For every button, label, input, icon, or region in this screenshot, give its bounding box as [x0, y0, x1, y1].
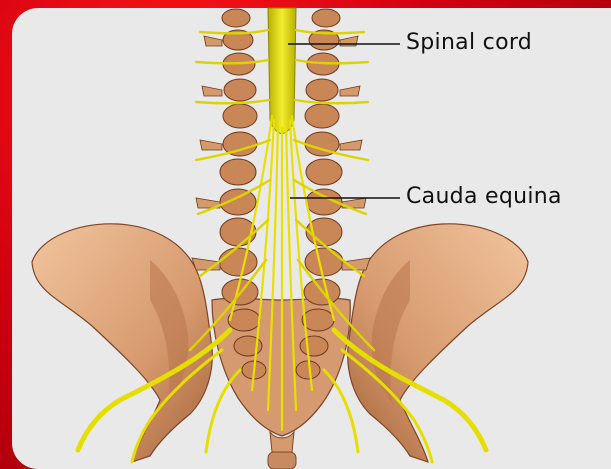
cauda-equina-label: Cauda equina — [406, 184, 562, 209]
spinal-cord-label: Spinal cord — [406, 30, 532, 55]
coccyx-tip — [268, 452, 296, 469]
